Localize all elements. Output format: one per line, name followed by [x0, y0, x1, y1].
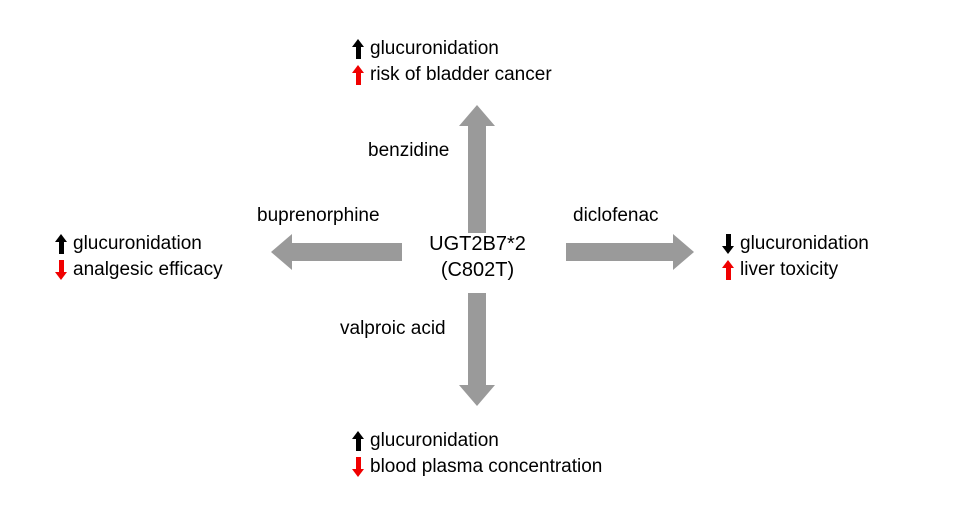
outcome-line: liver toxicity [722, 257, 869, 283]
down-arrow-red-icon [55, 259, 68, 281]
center-node-gene: UGT2B7*2 [429, 233, 526, 255]
outcome-text: blood plasma concentration [370, 456, 603, 477]
down-arrow-red-icon [352, 456, 365, 478]
outcome-block-left: glucuronidation analgesic efficacy [55, 231, 223, 283]
arrow-right-diclofenac [566, 234, 694, 270]
arrow-left-buprenorphine [271, 234, 402, 270]
outcome-line: glucuronidation [722, 231, 869, 257]
outcome-text: analgesic efficacy [73, 259, 223, 280]
up-arrow-black-icon [352, 430, 365, 452]
outcome-line: glucuronidation [55, 231, 223, 257]
center-node: UGT2B7*2 (C802T) [410, 231, 545, 283]
drug-label-buprenorphine: buprenorphine [257, 205, 380, 226]
arrow-up-benzidine [459, 105, 495, 233]
outcome-block-top: glucuronidation risk of bladder cancer [352, 36, 552, 88]
arrow-down-valproic-acid [459, 293, 495, 406]
outcome-block-right: glucuronidation liver toxicity [722, 231, 869, 283]
up-arrow-black-icon [55, 233, 68, 255]
outcome-line: analgesic efficacy [55, 257, 223, 283]
drug-label-valproic-acid: valproic acid [340, 318, 446, 339]
outcome-block-bottom: glucuronidation blood plasma concentrati… [352, 428, 602, 480]
up-arrow-red-icon [352, 64, 365, 86]
outcome-text: glucuronidation [370, 430, 499, 451]
outcome-text: risk of bladder cancer [370, 64, 552, 85]
outcome-line: blood plasma concentration [352, 454, 602, 480]
up-arrow-red-icon [722, 259, 735, 281]
center-node-variant: (C802T) [440, 259, 515, 281]
outcome-line: glucuronidation [352, 428, 602, 454]
down-arrow-black-icon [722, 233, 735, 255]
outcome-line: risk of bladder cancer [352, 62, 552, 88]
drug-label-benzidine: benzidine [368, 140, 450, 161]
outcome-text: glucuronidation [740, 233, 869, 254]
outcome-text: liver toxicity [740, 259, 839, 280]
outcome-text: glucuronidation [370, 38, 499, 59]
drug-label-diclofenac: diclofenac [573, 205, 659, 226]
up-arrow-black-icon [352, 38, 365, 60]
outcome-text: glucuronidation [73, 233, 202, 254]
outcome-line: glucuronidation [352, 36, 552, 62]
